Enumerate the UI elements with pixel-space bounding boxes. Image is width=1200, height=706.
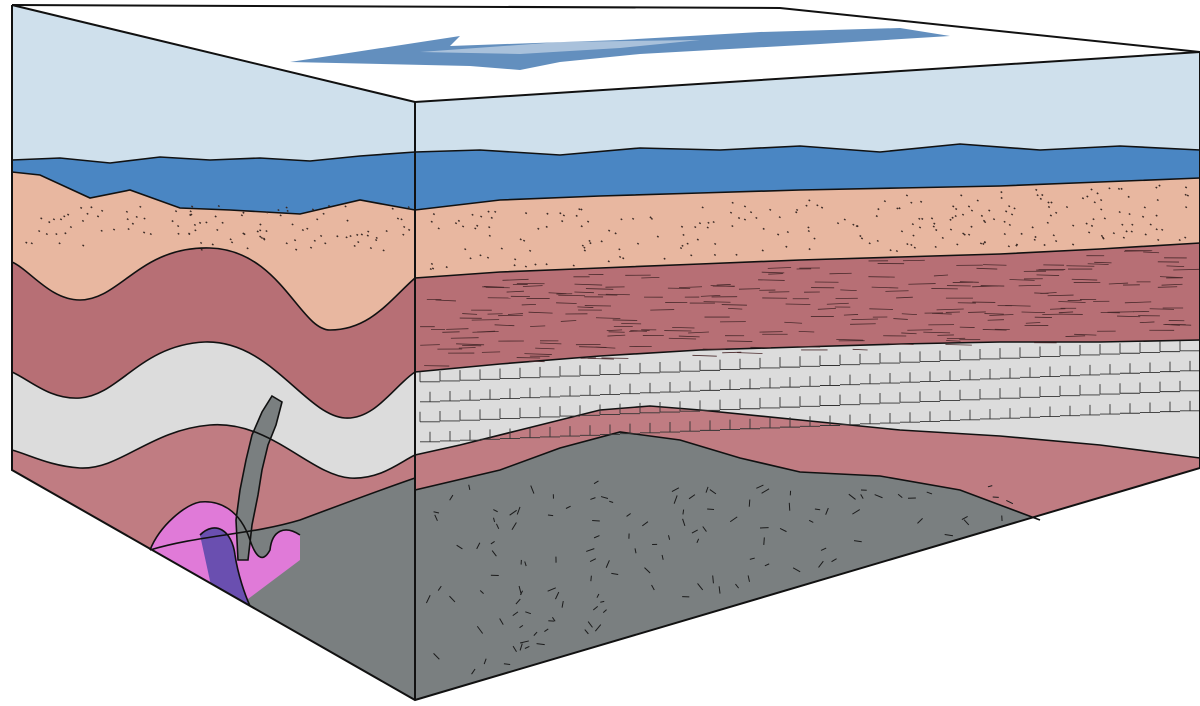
sky-streak [290,28,950,70]
right-face [415,52,1200,700]
left-face [12,5,415,700]
